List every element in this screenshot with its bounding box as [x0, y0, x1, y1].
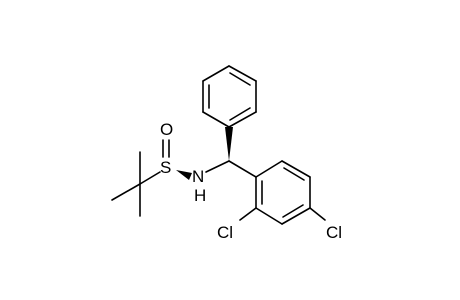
- phenyl-bond-1: [202, 111, 230, 128]
- dichlorophenyl-ring: [255, 160, 311, 225]
- benzylic-to-aryl-bond: [228, 160, 257, 178]
- aryl-bond-2: [281, 160, 311, 178]
- tert-butyl-group: [111, 151, 161, 217]
- tbu-methyl-left-bond: [111, 183, 141, 201]
- aryl-inner-double-2: [282, 204, 304, 218]
- tbu-to-sulfur-bond: [139, 171, 161, 185]
- para-chlorine-bond: [309, 207, 326, 221]
- sulfinyl-group: [162, 139, 192, 180]
- phenyl-bond-4: [228, 65, 257, 82]
- nitrogen-to-benzylic-carbon-bond: [205, 160, 230, 173]
- para-chlorine-label: Cl: [326, 223, 342, 242]
- phenyl-bond-6: [228, 111, 257, 128]
- benzylic-phenyl-wedge-bond: [225, 127, 233, 161]
- aryl-bond-5: [255, 207, 283, 225]
- oxygen-atom-label: O: [160, 120, 173, 139]
- ortho-chlorine-bond: [239, 207, 257, 221]
- aryl-bond-4: [281, 207, 311, 225]
- ortho-chlorine-label: Cl: [217, 223, 233, 242]
- phenyl-bond-3: [202, 65, 230, 82]
- nitrogen-hydrogen-label: H: [194, 186, 206, 205]
- aryl-inner-double-1: [283, 167, 305, 181]
- nitrogen-atom-label: N: [192, 167, 204, 186]
- aryl-bond-1: [255, 160, 283, 178]
- sulfur-nitrogen-wedge-bond: [176, 170, 192, 180]
- phenyl-inner-double-2: [229, 72, 251, 86]
- sulfur-atom-label: S: [160, 158, 171, 177]
- phenyl-inner-double-3: [229, 107, 251, 121]
- phenyl-ring: [202, 65, 257, 128]
